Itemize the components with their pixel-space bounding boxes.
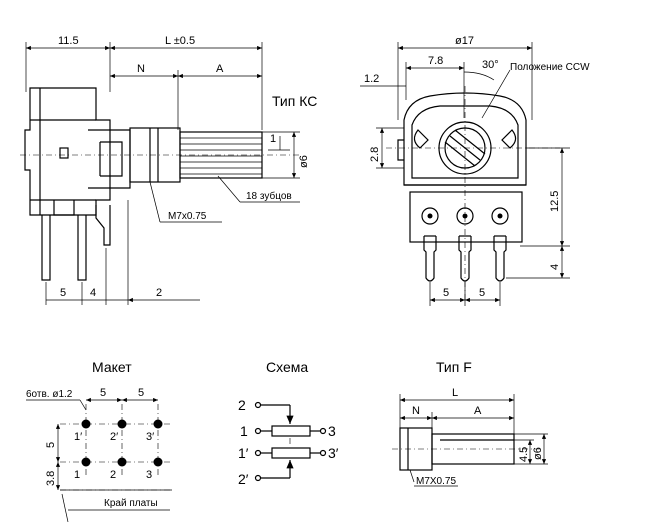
- typef-dim-N: N: [412, 405, 420, 417]
- schema-pin-1p: 1′: [238, 445, 249, 461]
- schema-title: Схема: [266, 359, 308, 375]
- dim-L: L ±0.5: [165, 35, 195, 47]
- pin-label-3: 3: [146, 469, 152, 481]
- dim-bottom-4: 4: [90, 287, 96, 299]
- typef-dim-4-5: 4.5: [518, 447, 530, 462]
- dim-7-8: 7.8: [428, 55, 443, 67]
- dim-4: 4: [549, 264, 561, 270]
- type-ks-label: Тип КС: [272, 93, 317, 109]
- dim-2-8: 2.8: [369, 147, 381, 162]
- side-view: 11.5 L ±0.5 N A Тип КС: [20, 35, 317, 305]
- layout-title: Макет: [92, 359, 132, 375]
- dim-A: A: [216, 63, 224, 75]
- front-view: ø17 7.8 30° Положение CCW 1.2 2.8: [360, 35, 590, 306]
- layout-view: Макет 6отв. ø1.2 5 5 1′ 2′ 3′ 1 2 3 5 3.…: [26, 359, 172, 522]
- teeth-label: 18 зубцов: [246, 190, 292, 202]
- dim-11-5: 11.5: [58, 35, 79, 47]
- typef-dim-A: A: [474, 405, 482, 417]
- typef-dim-diam6: ø6: [532, 447, 544, 460]
- dim-angle: 30°: [482, 59, 499, 71]
- dim-diam6: ø6: [298, 155, 310, 168]
- schema-pin-2: 2: [238, 397, 246, 413]
- layout-dim-5b: 5: [138, 387, 144, 399]
- thread-label: M7x0.75: [168, 211, 207, 222]
- schema-pin-2p: 2′: [238, 471, 249, 487]
- dim-1-2: 1.2: [364, 73, 379, 85]
- dim-N: N: [137, 63, 145, 75]
- schema-pin-1: 1: [240, 423, 248, 439]
- dim-bottom-5b: 5: [479, 287, 485, 299]
- layout-dim-5a: 5: [100, 387, 106, 399]
- typef-title: Тип F: [436, 359, 472, 375]
- dim-12-5: 12.5: [549, 191, 561, 212]
- pin-label-3p: 3′: [146, 431, 154, 443]
- typef-view: Тип F L N A 4.5 ø6 M7X0.75: [392, 359, 548, 487]
- schema-pin-3: 3: [328, 423, 336, 439]
- holes-label: 6отв. ø1.2: [26, 389, 73, 400]
- dim-bottom-2: 2: [156, 287, 162, 299]
- pin-label-1p: 1′: [74, 431, 82, 443]
- schema-view: Схема 2 1 3 1′ 3′ 2′: [238, 359, 339, 487]
- ccw-label: Положение CCW: [510, 62, 590, 73]
- layout-dim-3-8: 3.8: [45, 471, 57, 486]
- layout-dim-5v: 5: [45, 442, 57, 448]
- dim-diam17: ø17: [455, 35, 474, 47]
- typef-thread-label: M7X0.75: [416, 476, 456, 487]
- schema-pin-3p: 3′: [328, 445, 339, 461]
- pin-label-2: 2: [110, 469, 116, 481]
- dim-bottom-5a: 5: [443, 287, 449, 299]
- typef-dim-L: L: [452, 387, 458, 399]
- pin-label-1: 1: [74, 469, 80, 481]
- dim-1: 1: [270, 133, 276, 145]
- edge-label: Край платы: [104, 498, 158, 509]
- pin-label-2p: 2′: [110, 431, 118, 443]
- dim-bottom-5: 5: [60, 287, 66, 299]
